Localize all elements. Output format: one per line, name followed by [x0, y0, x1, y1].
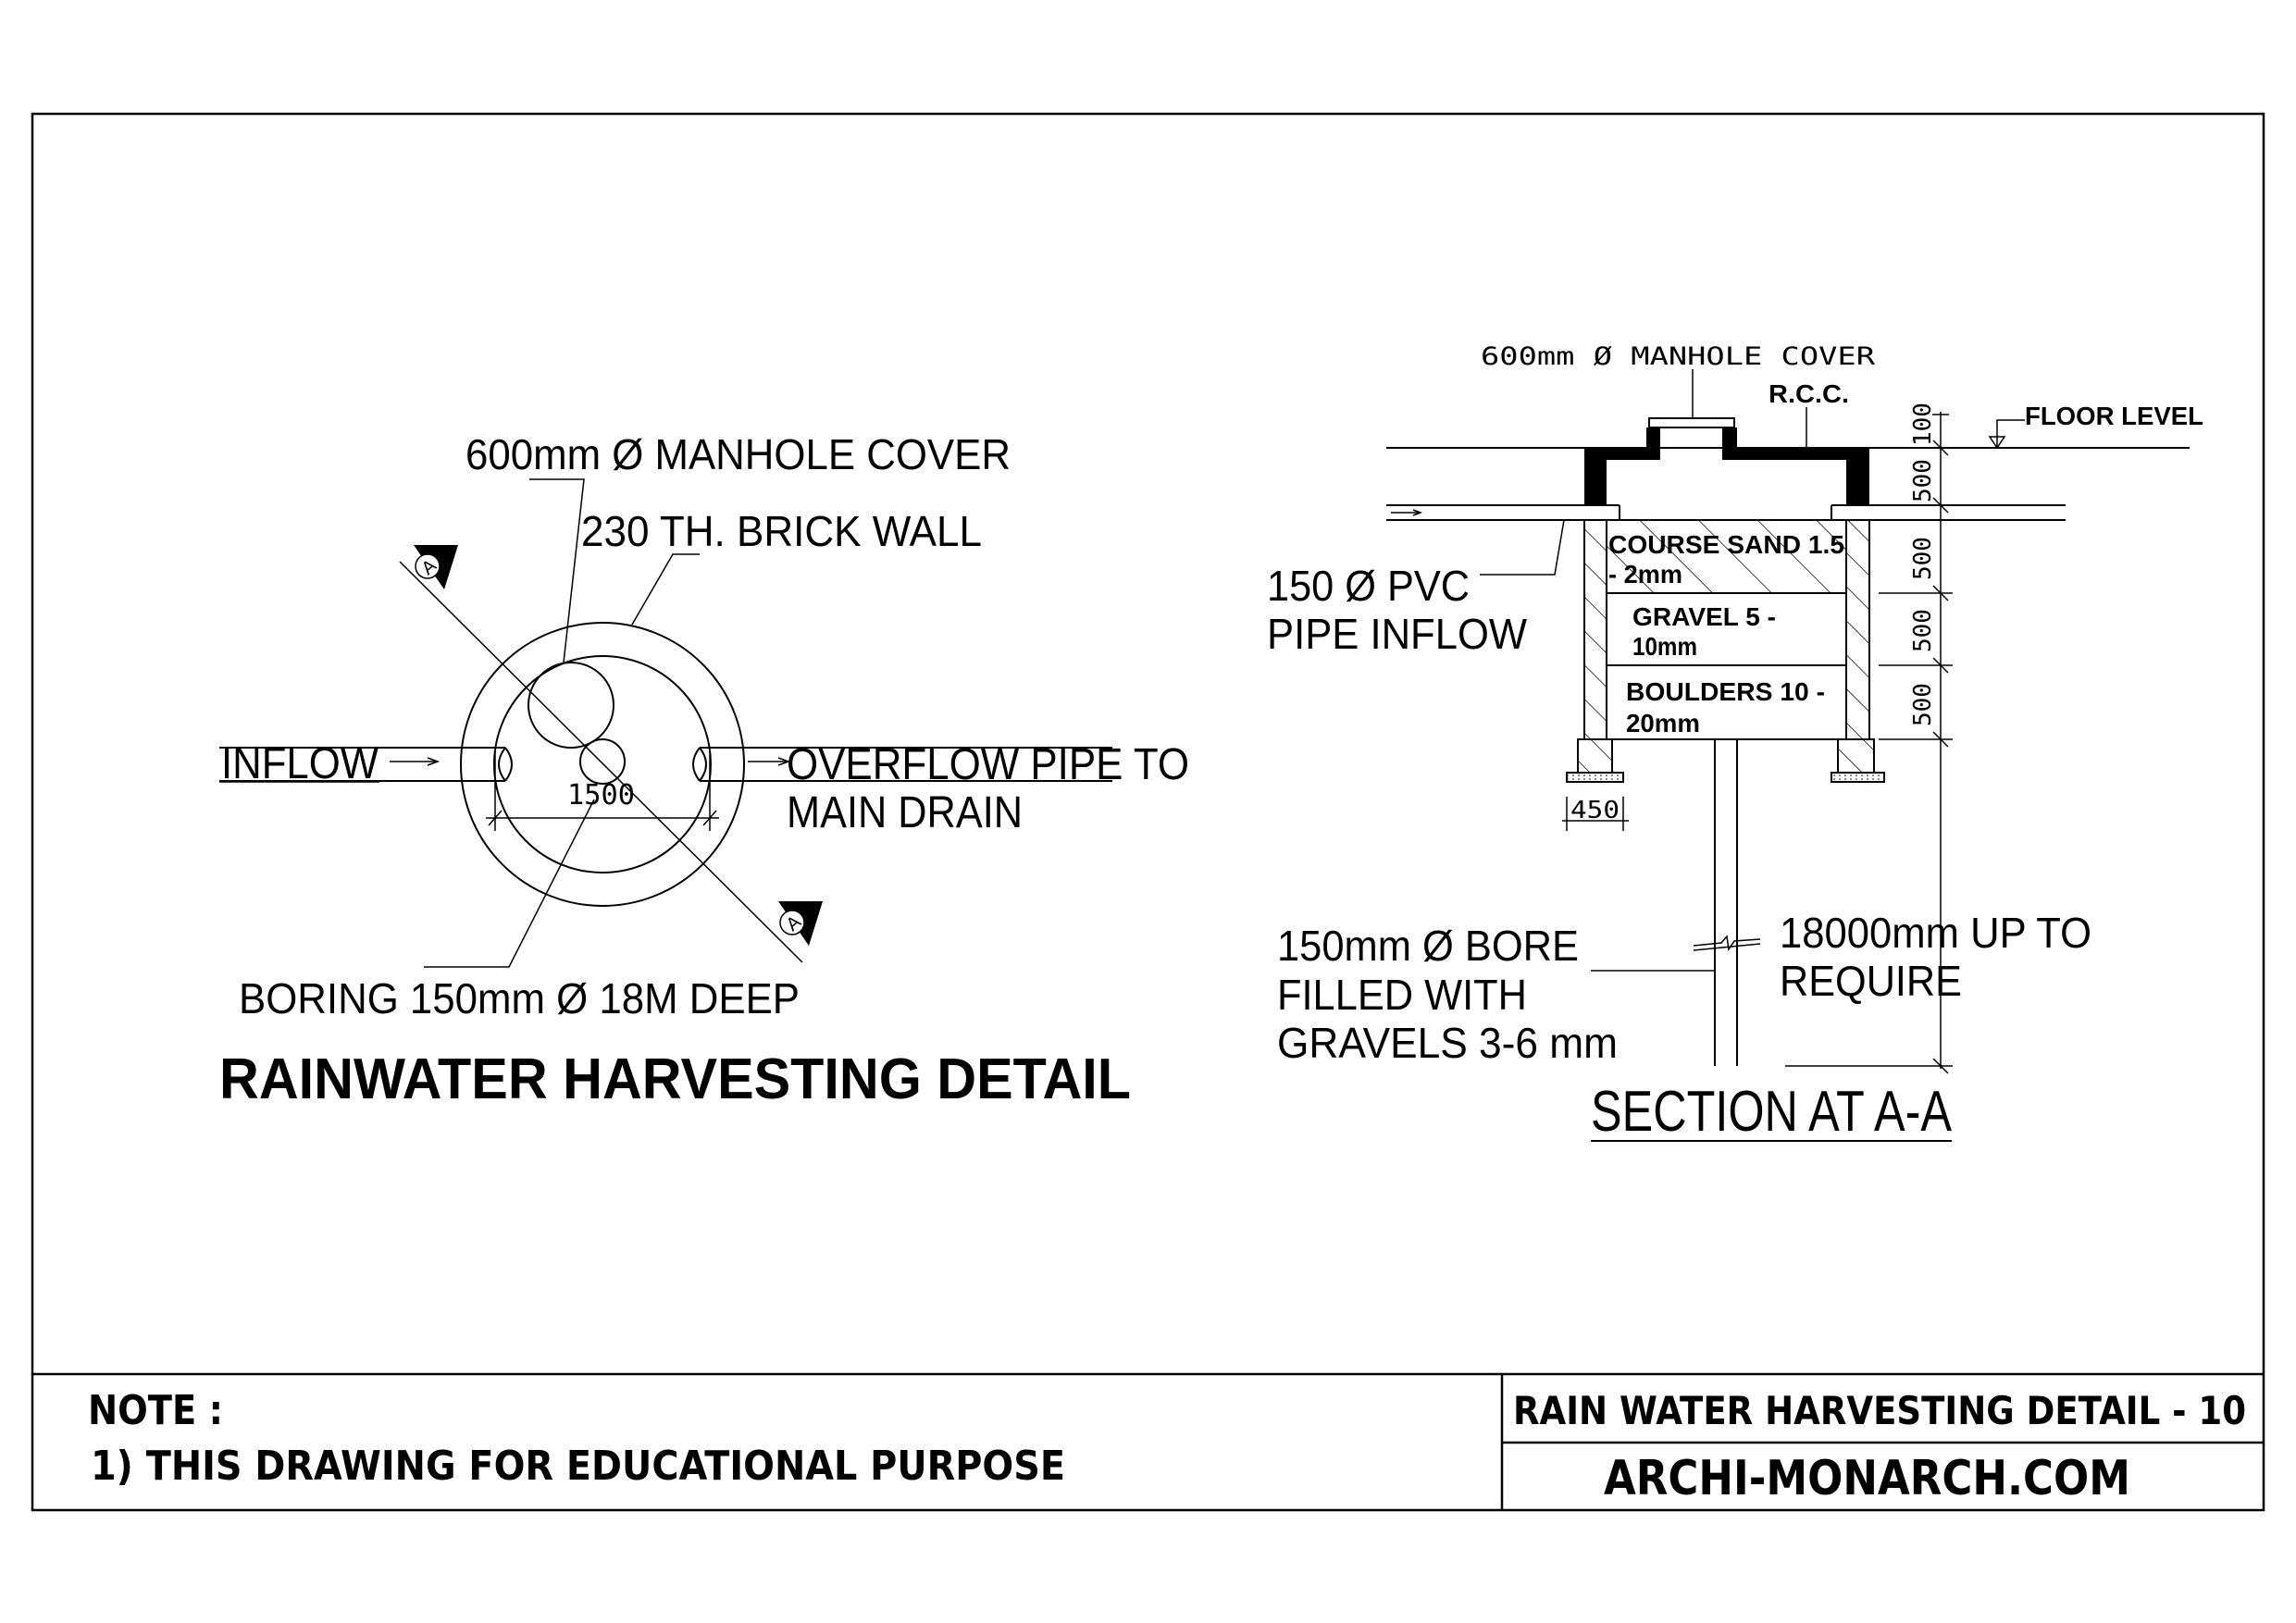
- pipe-flow-arrow-icon: [1391, 509, 1423, 516]
- bore-label-2: FILLED WITH: [1277, 971, 1527, 1019]
- right-wall: [1845, 519, 1870, 740]
- plan-overflow-label-2: MAIN DRAIN: [787, 788, 1023, 837]
- depth-dimension: 100 500 500 500 500: [1785, 403, 1953, 1074]
- plan-overflow-label-1: OVERFLOW PIPE TO: [787, 740, 1189, 789]
- gravel-layer-label-1: GRAVEL 5 -: [1632, 602, 1776, 631]
- inner-wall-circle: [493, 655, 712, 873]
- plan-inflow-label: INFLOW: [221, 739, 379, 788]
- wall-leader: [631, 553, 700, 626]
- manhole-cover: [1648, 417, 1735, 428]
- bore-circle: [579, 738, 626, 785]
- boring-leader: [424, 799, 595, 968]
- right-pcc-bed: [1831, 772, 1885, 783]
- manhole-leader: [529, 478, 585, 663]
- section-cut-line: [399, 561, 803, 963]
- footing-dim-text: 450: [1570, 797, 1620, 824]
- dim-text: 500: [1909, 459, 1937, 502]
- manhole-circle: [527, 662, 614, 749]
- gravel-layer: [1606, 592, 1847, 666]
- section-manhole-label: 600mm Ø MANHOLE COVER: [1481, 342, 1876, 371]
- pipe-label-2: PIPE INFLOW: [1267, 610, 1528, 658]
- bore-label-3: GRAVELS 3-6 mm: [1277, 1019, 1618, 1067]
- overflow-pipe: [692, 747, 1112, 782]
- outer-wall-circle: [460, 622, 745, 907]
- boulder-layer-label-1: BOULDERS 10 -: [1626, 677, 1825, 706]
- right-footing: [1837, 738, 1875, 774]
- depth-label-1: 18000mm UP TO: [1780, 909, 2091, 957]
- bore-label-1: 150mm Ø BORE: [1277, 922, 1579, 970]
- floor-level-label: FLOOR LEVEL: [2025, 402, 2203, 430]
- left-wall: [1583, 519, 1607, 740]
- sand-layer-label-1: COURSE SAND 1.5: [1608, 530, 1844, 559]
- plan-boring-label: BORING 150mm Ø 18M DEEP: [239, 974, 800, 1022]
- section-view: COURSE SAND 1.5 - 2mm GRAVEL 5 - 10mm BO…: [1267, 342, 2203, 1144]
- drawing-title: RAIN WATER HARVESTING DETAIL - 10: [1513, 1388, 2246, 1433]
- diameter-dim-text: 1500: [567, 779, 635, 812]
- dim-text: 500: [1909, 537, 1937, 580]
- pipe-label-1: 150 Ø PVC: [1267, 562, 1470, 610]
- website-label: ARCHI-MONARCH.COM: [1604, 1451, 2130, 1506]
- sand-layer-label-2: - 2mm: [1608, 560, 1682, 588]
- dim-text: 500: [1909, 683, 1937, 726]
- dim-text: 500: [1909, 609, 1937, 652]
- break-symbol-icon: [1693, 935, 1761, 952]
- bore-pipe: [1693, 739, 1761, 1066]
- rcc-label: R.C.C.: [1769, 379, 1849, 408]
- footing-dimension: 450: [1562, 797, 1629, 831]
- sheet-border: [31, 112, 2265, 1512]
- sand-layer: [1606, 519, 1847, 594]
- section-marker-top: A: [414, 545, 458, 589]
- inflow-arrow-icon: [390, 757, 441, 766]
- overflow-arrow-icon: [748, 757, 791, 766]
- dim-text: 100: [1909, 403, 1937, 446]
- rcc-slab: [1722, 427, 1869, 505]
- section-marker-bottom: A: [778, 901, 823, 946]
- boulder-layer-label-2: 20mm: [1626, 709, 1700, 737]
- left-pcc-bed: [1566, 772, 1624, 783]
- left-footing: [1577, 738, 1613, 774]
- title-block: NOTE : 1) THIS DRAWING FOR EDUCATIONAL P…: [88, 1387, 2246, 1506]
- plan-wall-label: 230 TH. BRICK WALL: [581, 507, 982, 555]
- boulder-layer: [1606, 664, 1847, 740]
- inflow-pipe: [219, 747, 513, 782]
- note-heading: NOTE :: [88, 1387, 223, 1434]
- gravel-layer-label-2: 10mm: [1632, 632, 1697, 661]
- section-inflow-pipe: [1386, 504, 2066, 521]
- plan-manhole-label: 600mm Ø MANHOLE COVER: [465, 430, 1011, 478]
- plan-title: RAINWATER HARVESTING DETAIL: [219, 1047, 1131, 1111]
- plan-view: 1500 A A 600mm Ø MANHOLE COVER 230 TH. B…: [219, 430, 1189, 1111]
- floor-level-leader: [1996, 419, 2025, 448]
- note-item-1: 1) THIS DRAWING FOR EDUCATIONAL PURPOSE: [91, 1443, 1065, 1490]
- section-title: SECTION AT A-A: [1591, 1080, 1953, 1144]
- rcc-slab: [1584, 427, 1660, 505]
- depth-label-2: REQUIRE: [1780, 957, 1962, 1005]
- pipe-leader: [1480, 519, 1565, 576]
- level-marker-icon: [1988, 436, 2006, 450]
